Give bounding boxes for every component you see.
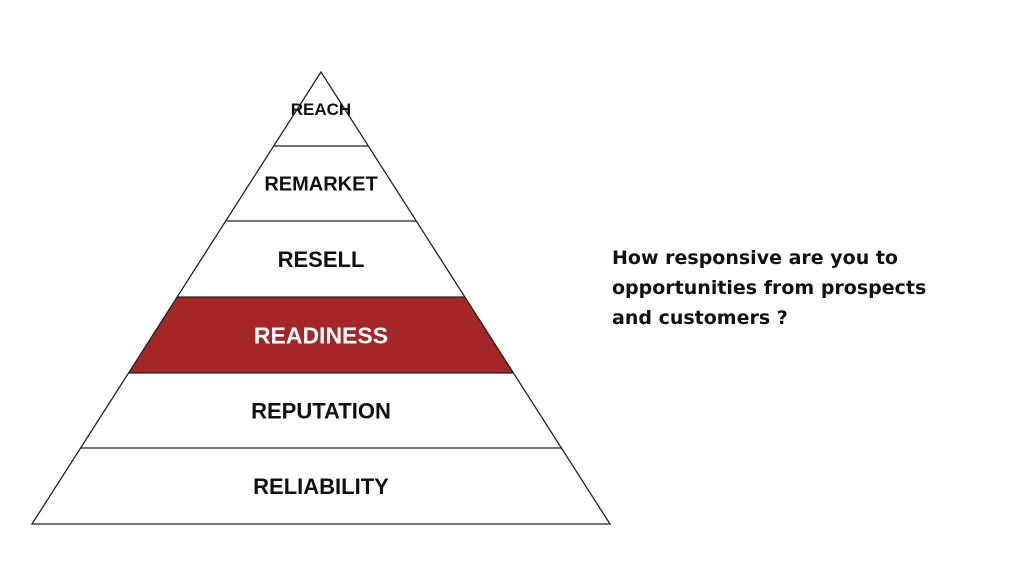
tier-remarket-shape bbox=[225, 146, 417, 221]
tier-reach-shape bbox=[273, 72, 369, 146]
tier-readiness-shape bbox=[128, 297, 514, 373]
question-text: How responsive are you to opportunities … bbox=[612, 247, 927, 329]
tier-resell-shape bbox=[177, 221, 465, 297]
tier-reputation-shape bbox=[80, 373, 562, 448]
tier-reliability-label: RELIABILITY bbox=[253, 474, 389, 499]
pyramid-outline bbox=[30, 70, 612, 525]
tier-reach-label: REACH bbox=[291, 100, 351, 119]
tier-remarket-label: REMARKET bbox=[264, 174, 377, 196]
tier-resell-label: RESELL bbox=[278, 247, 365, 272]
tier-readiness-label: READINESS bbox=[254, 322, 388, 348]
tier-reputation-label: REPUTATION bbox=[251, 398, 391, 423]
tier-reliability-shape bbox=[32, 448, 610, 524]
